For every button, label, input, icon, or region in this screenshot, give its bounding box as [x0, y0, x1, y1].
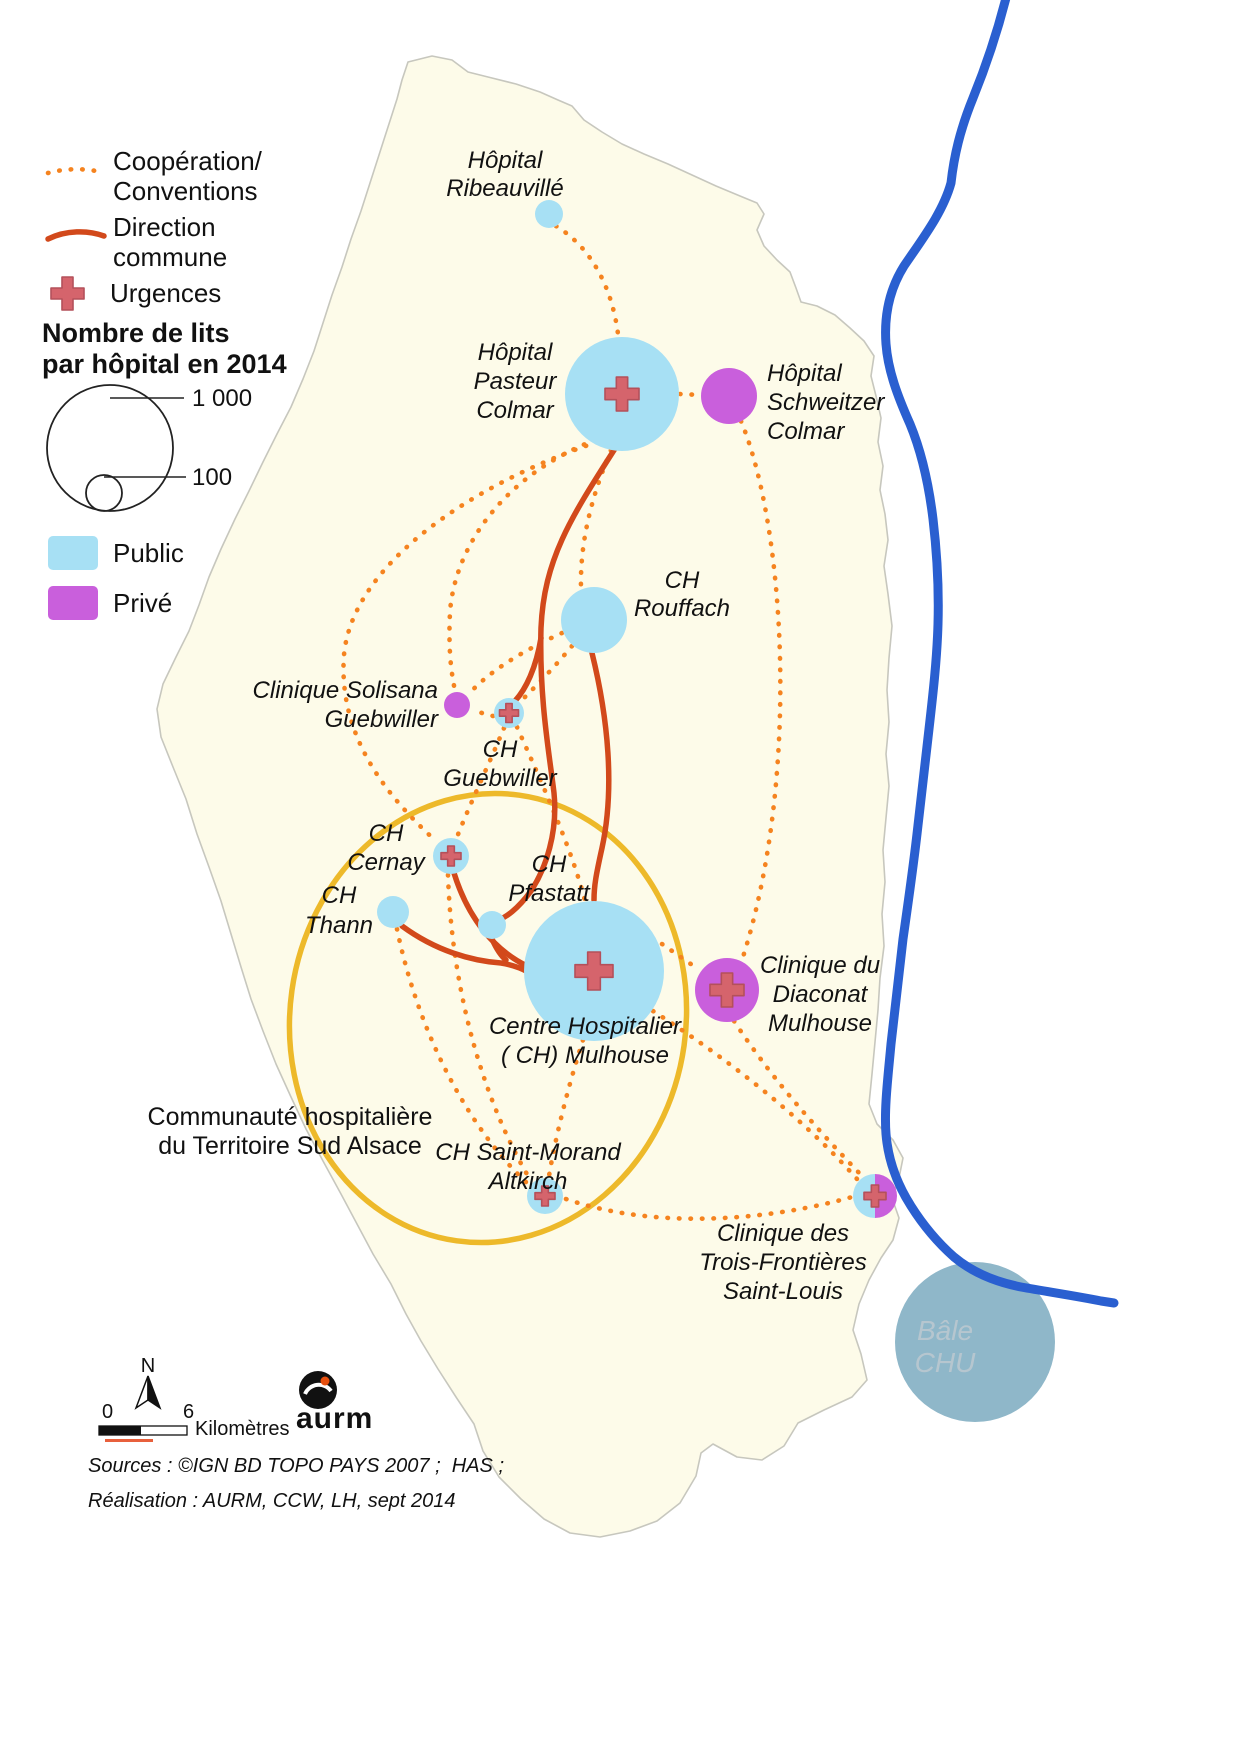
legend-cooperation-label: Coopération/ Conventions: [113, 146, 262, 206]
cooperation-link-5: [578, 447, 614, 591]
north-label: N: [141, 1356, 155, 1377]
direction-link-2: [589, 650, 612, 903]
urgences-cross-pasteur-colmar: [604, 376, 640, 412]
legend-beds-title: Nombre de lits par hôpital en 2014: [42, 318, 287, 379]
hospital-thann: [377, 896, 409, 928]
direction-link-4: [399, 923, 531, 975]
sources-line1: Sources : ©IGN BD TOPO PAYS 2007 ; HAS ;: [88, 1455, 504, 1477]
cooperation-link-6: [518, 643, 575, 704]
scale-unit-label: Kilomètres: [195, 1418, 289, 1440]
urgences-cross-mulhouse: [574, 951, 614, 991]
aurm-logo: aurm: [296, 1371, 373, 1434]
beds-scale-100-label: 100: [192, 464, 232, 491]
cooperation-link-10: [514, 724, 588, 904]
scale-zero-label: 0: [102, 1402, 113, 1423]
prive-swatch: [48, 586, 98, 620]
legend-direction-label: Direction commune: [113, 212, 228, 272]
direction-link-5: [489, 936, 509, 963]
hospital-solisana-guebwiller: [444, 692, 470, 718]
label-mulhouse: Centre Hospitalier( CH) Mulhouse: [489, 1013, 682, 1069]
scale-six-label: 6: [183, 1402, 194, 1423]
cooperation-link-3: [341, 439, 600, 845]
beds-scale-diagram: 1 000 100: [46, 384, 252, 512]
legend-prive-label: Privé: [113, 588, 173, 618]
legend-urgences-label: Urgences: [110, 278, 222, 308]
public-swatch: [48, 536, 98, 570]
urgences-cross-saint-morand-altkirch: [534, 1185, 556, 1207]
hospital-pfastatt: [478, 911, 506, 939]
cooperation-link-4: [447, 437, 598, 694]
urgences-cross-diaconat-mulhouse: [709, 972, 745, 1008]
scale-bar: 0 6 Kilomètres: [98, 1402, 289, 1442]
urgences-cross-icon: [50, 276, 85, 311]
rhine-river: [880, 0, 1119, 1308]
urgences-cross-trois-frontieres-saint-louis: [863, 1184, 887, 1208]
cooperation-link-11: [659, 941, 701, 972]
aurm-logo-text: aurm: [296, 1402, 373, 1434]
direction-line-icon: [45, 229, 107, 242]
cooperation-link-7: [464, 630, 565, 699]
cooperation-link-0: [553, 223, 621, 337]
urgences-cross-cernay: [440, 845, 462, 867]
cooperation-link-12: [546, 1037, 586, 1179]
cooperation-link-15: [394, 926, 531, 1187]
cooperation-line-icon: [45, 166, 107, 176]
hospital-rouffach: [561, 587, 627, 653]
community-territory-ellipse: [286, 790, 690, 1246]
cooperation-link-16: [445, 872, 534, 1184]
bale-chu-circle: [895, 1262, 1055, 1422]
cooperation-link-1: [677, 391, 704, 398]
urgences-cross-guebwiller: [498, 702, 520, 724]
hospital-ribeauville: [535, 200, 563, 228]
cooperation-link-8: [468, 707, 496, 719]
direction-link-1: [512, 635, 544, 704]
beds-scale-1000-label: 1 000: [192, 385, 252, 412]
direction-link-0: [494, 444, 619, 924]
legend-public-label: Public: [113, 538, 184, 568]
cooperation-link-2: [738, 418, 783, 963]
community-territory-label: Communauté hospitalière du Territoire Su…: [147, 1103, 433, 1160]
north-arrow-icon: N: [134, 1356, 162, 1410]
hospital-schweitzer-colmar: [701, 368, 757, 424]
sources-line2: Réalisation : AURM, CCW, LH, sept 2014: [88, 1490, 456, 1512]
cooperation-link-9: [454, 725, 507, 840]
